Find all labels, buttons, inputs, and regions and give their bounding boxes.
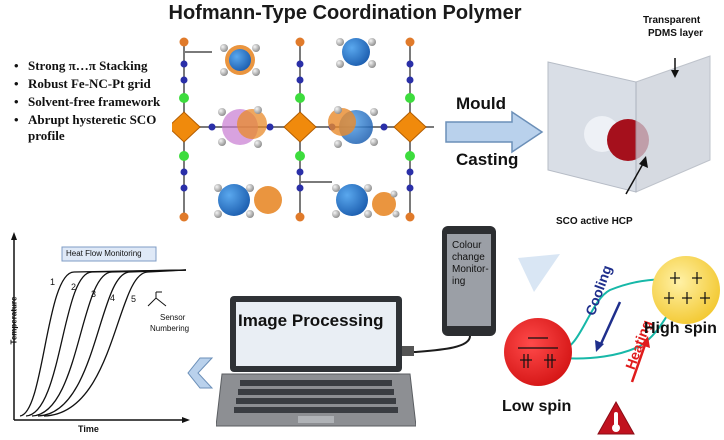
graph-title: Heat Flow Monitoring — [66, 249, 142, 258]
block-arrow-right-icon — [445, 110, 544, 154]
layer-label: PDMS layer — [648, 28, 704, 39]
feature-list: Strong π…π Stacking Robust Fe-NC-Pt grid… — [8, 58, 168, 146]
feature-item: Solvent-free framework — [8, 94, 168, 110]
phone-text: ing — [452, 276, 466, 287]
phone-text: Monitor- — [452, 264, 489, 275]
high-spin-label: High spin — [644, 320, 717, 337]
x-axis-label: Time — [78, 424, 99, 434]
heat-flow-graph — [11, 232, 190, 423]
phone-and-cable — [402, 226, 560, 356]
phone-text: change — [452, 252, 485, 263]
layer-label: Transparent — [643, 15, 701, 26]
curve-label: 2 — [71, 282, 77, 292]
feature-item: Abrupt hysteretic SCO profile — [8, 112, 168, 144]
hcp-label: SCO active HCP — [556, 216, 633, 227]
crystal-structure — [172, 37, 434, 222]
feature-item: Robust Fe-NC-Pt grid — [8, 76, 168, 92]
phone-text: Colour — [452, 240, 482, 251]
feature-item: Strong π…π Stacking — [8, 58, 168, 74]
laptop — [216, 296, 416, 427]
sensor-label: Sensor — [160, 313, 186, 322]
curve-label: 4 — [110, 293, 116, 303]
y-axis-label: Temperature — [9, 296, 19, 345]
thermometer-warning-icon — [597, 400, 635, 435]
page-title: Hofmann-Type Coordination Polymer — [168, 2, 522, 24]
sensor-label: Numbering — [150, 324, 190, 333]
curve-label: 3 — [91, 289, 97, 299]
spin-states — [504, 256, 720, 386]
curve-label: 1 — [50, 277, 56, 287]
low-spin-label: Low spin — [502, 398, 572, 415]
casting-label: Casting — [456, 150, 519, 169]
mould-label: Mould — [456, 94, 507, 113]
pdms-film — [547, 55, 711, 195]
screen-text: Image Processing — [238, 311, 384, 330]
chevron-left-icon — [187, 357, 214, 389]
curve-label: 5 — [131, 294, 137, 304]
